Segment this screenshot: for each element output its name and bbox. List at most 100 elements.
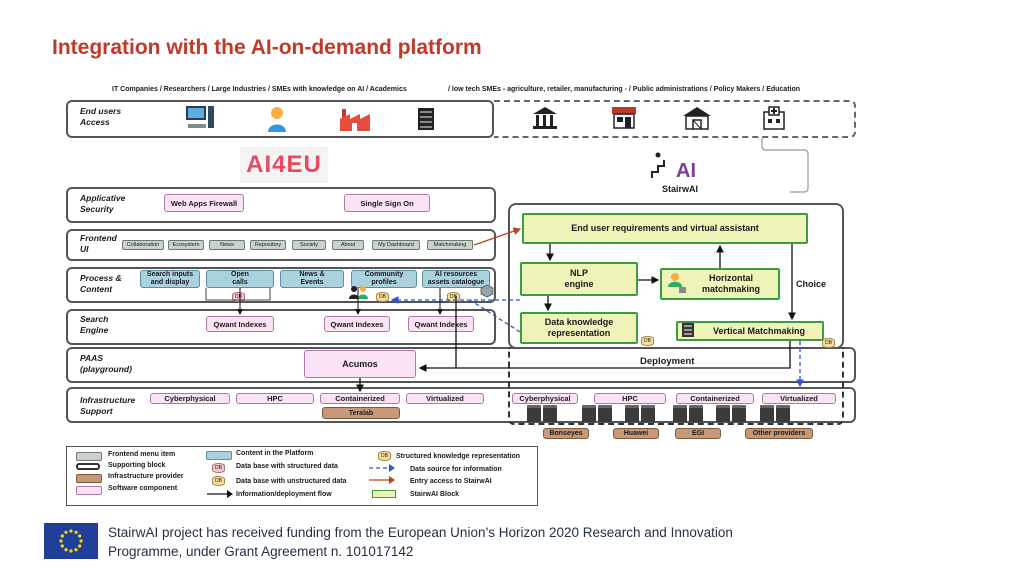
legend-skr: Structured knowledge representation [396, 453, 521, 460]
legend-db-skr: DB [378, 451, 391, 461]
legend-data-source: Data source for information [410, 466, 502, 473]
legend-swatch-infra [76, 474, 102, 483]
legend-frontend: Frontend menu item [108, 451, 176, 458]
layer-label-infra: Infrastructure Support [80, 395, 136, 416]
qwant-indexes-1: Qwant Indexes [206, 316, 274, 332]
server-group-3 [625, 405, 655, 422]
farm-barn-icon [680, 106, 714, 130]
news-events: News & Events [280, 270, 344, 288]
menu-item-news[interactable]: News [209, 240, 245, 250]
legend-entry-arrow [369, 476, 395, 484]
server-icon [625, 405, 639, 422]
server-icon [673, 405, 687, 422]
menu-item-society[interactable]: Society [292, 240, 326, 250]
layer-label-search: Search Engine [80, 314, 109, 335]
computer-icon [183, 104, 217, 134]
hospital-icon [762, 106, 786, 130]
user-match-icon [667, 272, 687, 294]
vertical-matchmaking-block: Vertical Matchmaking [676, 321, 824, 341]
data-knowledge-representation-block: Data knowledge representation [520, 312, 638, 344]
server-rack-small-icon [680, 322, 696, 338]
knowledge-cube-icon [480, 284, 494, 298]
open-calls: Open calls [206, 270, 274, 288]
legend-swatch-stairwai [372, 490, 396, 498]
legend-flow-arrow [207, 490, 233, 498]
server-group-5 [716, 405, 746, 422]
government-icon [532, 106, 558, 130]
server-icon [641, 405, 655, 422]
infra-hpc: HPC [236, 393, 314, 404]
infra-containerized: Containerized [320, 393, 400, 404]
menu-item-about[interactable]: About [332, 240, 364, 250]
server-icon [582, 405, 596, 422]
factory-icon [337, 104, 373, 134]
menu-item-ecosystem[interactable]: Ecosystem [168, 240, 204, 250]
nlp-engine-block: NLP engine [520, 262, 638, 296]
legend-swatch-supporting [76, 463, 100, 470]
legend-content: Content in the Platform [236, 450, 314, 457]
legend-flow: Information/deployment flow [236, 491, 332, 498]
server-icon [716, 405, 730, 422]
dkr-db-icon: DB [641, 336, 654, 346]
stairwai-infra-virtualized: Virtualized [762, 393, 836, 404]
layer-label-paas: PAAS (playground) [80, 353, 132, 374]
legend-db-structured: DB [212, 463, 225, 473]
menu-item-collaboration[interactable]: Collaboration [122, 240, 164, 250]
person-icon [265, 104, 289, 134]
legend-box [66, 446, 538, 506]
qwant-indexes-2: Qwant Indexes [324, 316, 390, 332]
infra-cyberphysical: Cyberphysical [150, 393, 230, 404]
stairwai-infra-cyberphysical: Cyberphysical [512, 393, 578, 404]
choice-label: Choice [796, 279, 827, 289]
legend-stairwai-block: StairwAI Block [410, 491, 460, 498]
stairwai-infra-region [508, 347, 844, 425]
audience-right: / low tech SMEs - agriculture, retailer,… [448, 86, 801, 93]
shop-icon [611, 106, 637, 130]
stairwai-infra-hpc: HPC [594, 393, 666, 404]
server-icon [598, 405, 612, 422]
end-user-requirements-block: End user requirements and virtual assist… [522, 213, 808, 244]
provider-teralab: Teralab [322, 407, 400, 419]
provider-egi: EGI [675, 428, 721, 439]
legend-entry: Entry access to StairwAI [410, 478, 492, 485]
server-icon [776, 405, 790, 422]
community-profiles: Community profiles [351, 270, 417, 288]
end-users-dashed-block [494, 100, 856, 138]
ai-resources-catalogue: AI resources assets catalogue [422, 270, 490, 288]
provider-other: Other providers [745, 428, 813, 439]
server-icon [760, 405, 774, 422]
acumos: Acumos [304, 350, 416, 378]
menu-item-repository[interactable]: Repository [250, 240, 286, 250]
layer-label-frontend: Frontend UI [80, 233, 117, 254]
server-group-6 [760, 405, 790, 422]
stairwai-logo-text: StairwAI [661, 184, 698, 194]
legend-software: Software component [108, 485, 178, 492]
legend-swatch-frontend [76, 452, 102, 461]
server-group-2 [582, 405, 612, 422]
web-apps-firewall: Web Apps Firewall [164, 194, 244, 212]
vertical-db-icon: DB [822, 338, 835, 348]
legend-supporting: Supporting block [108, 462, 166, 469]
provider-huawei: Huawei [613, 428, 659, 439]
legend-swatch-content [206, 451, 232, 460]
server-icon [543, 405, 557, 422]
layer-label-process: Process & Content [80, 273, 122, 294]
db-unstructured-icon: DB [376, 292, 389, 302]
ai4eu-logo: AI4EU [240, 147, 328, 183]
single-sign-on: Single Sign On [344, 194, 430, 212]
deployment-label: Deployment [640, 356, 695, 367]
eu-flag-icon [44, 523, 98, 559]
infra-virtualized: Virtualized [406, 393, 484, 404]
ai4eu-logo-text: AI4EU [246, 151, 322, 178]
end-users-connector [761, 138, 809, 193]
layer-label-security: Applicative Security [80, 193, 126, 214]
page-title: Integration with the AI-on-demand platfo… [52, 36, 482, 59]
stairwai-logo: AI StairwAI [650, 150, 710, 194]
legend-db-structured-text: Data base with structured data [236, 463, 338, 470]
search-inputs-display: Search inputs and display [140, 270, 200, 288]
menu-item-matchmaking[interactable]: Matchmaking [427, 240, 473, 250]
menu-item-my-dashboard[interactable]: My Dashboard [372, 240, 420, 250]
paas-block [66, 347, 856, 383]
layer-label-end-users: End users Access [80, 106, 122, 127]
server-group-1 [527, 405, 557, 422]
